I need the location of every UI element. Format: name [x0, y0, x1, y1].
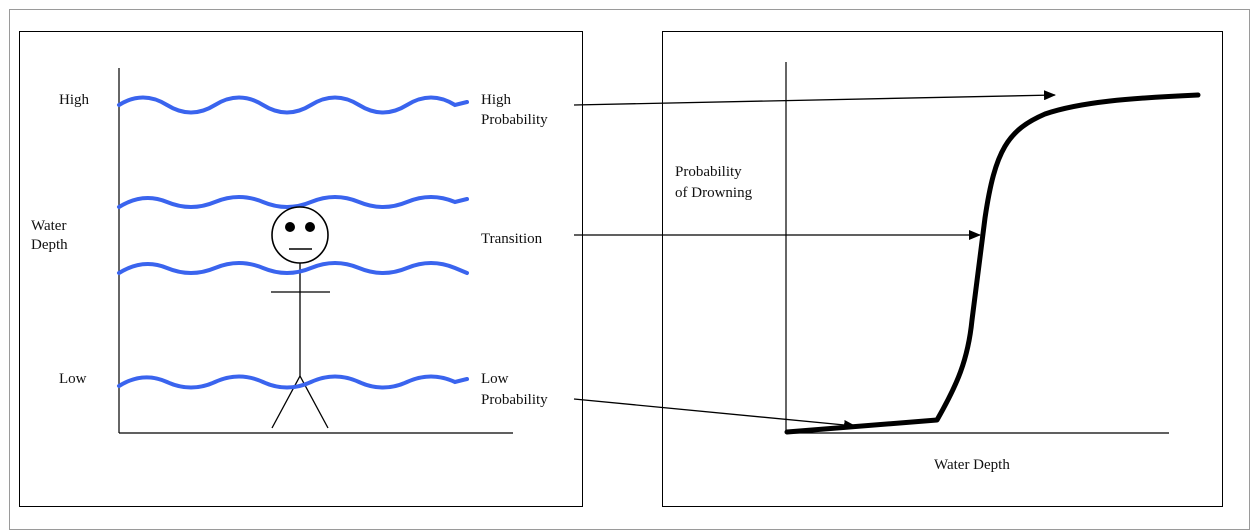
y-label-high: High: [59, 92, 90, 108]
right-panel-border: [663, 32, 1223, 507]
wave-low: [119, 377, 467, 388]
y-label-low: Low: [59, 371, 87, 387]
probability-curve: [787, 95, 1198, 432]
left-panel: High Water Depth Low High Probability Tr…: [20, 32, 583, 507]
right-y-axis-title-line2: of Drowning: [675, 185, 753, 201]
wave-transition-lower: [119, 263, 467, 273]
stick-figure-icon: [271, 207, 330, 428]
right-x-axis-title: Water Depth: [934, 457, 1010, 473]
y-axis-title-line1: Water: [31, 218, 66, 234]
outer-frame: [10, 10, 1250, 530]
figure-head: [272, 207, 328, 263]
y-axis-title-line2: Depth: [31, 237, 68, 253]
figure-left-eye: [285, 222, 295, 232]
wave-high: [119, 98, 467, 113]
right-panel: Probability of Drowning Water Depth: [663, 32, 1223, 507]
label-transition: Transition: [481, 231, 543, 247]
label-low-probability-line2: Probability: [481, 392, 548, 408]
right-y-axis-title-line1: Probability: [675, 164, 742, 180]
figure-left-leg: [272, 376, 300, 428]
arrow-low-probability: [574, 399, 855, 426]
arrow-high-probability: [574, 95, 1055, 105]
label-high-probability-line2: Probability: [481, 112, 548, 128]
label-low-probability-line1: Low: [481, 371, 509, 387]
wave-transition-upper: [119, 197, 467, 207]
label-high-probability-line1: High: [481, 92, 512, 108]
figure-right-eye: [305, 222, 315, 232]
